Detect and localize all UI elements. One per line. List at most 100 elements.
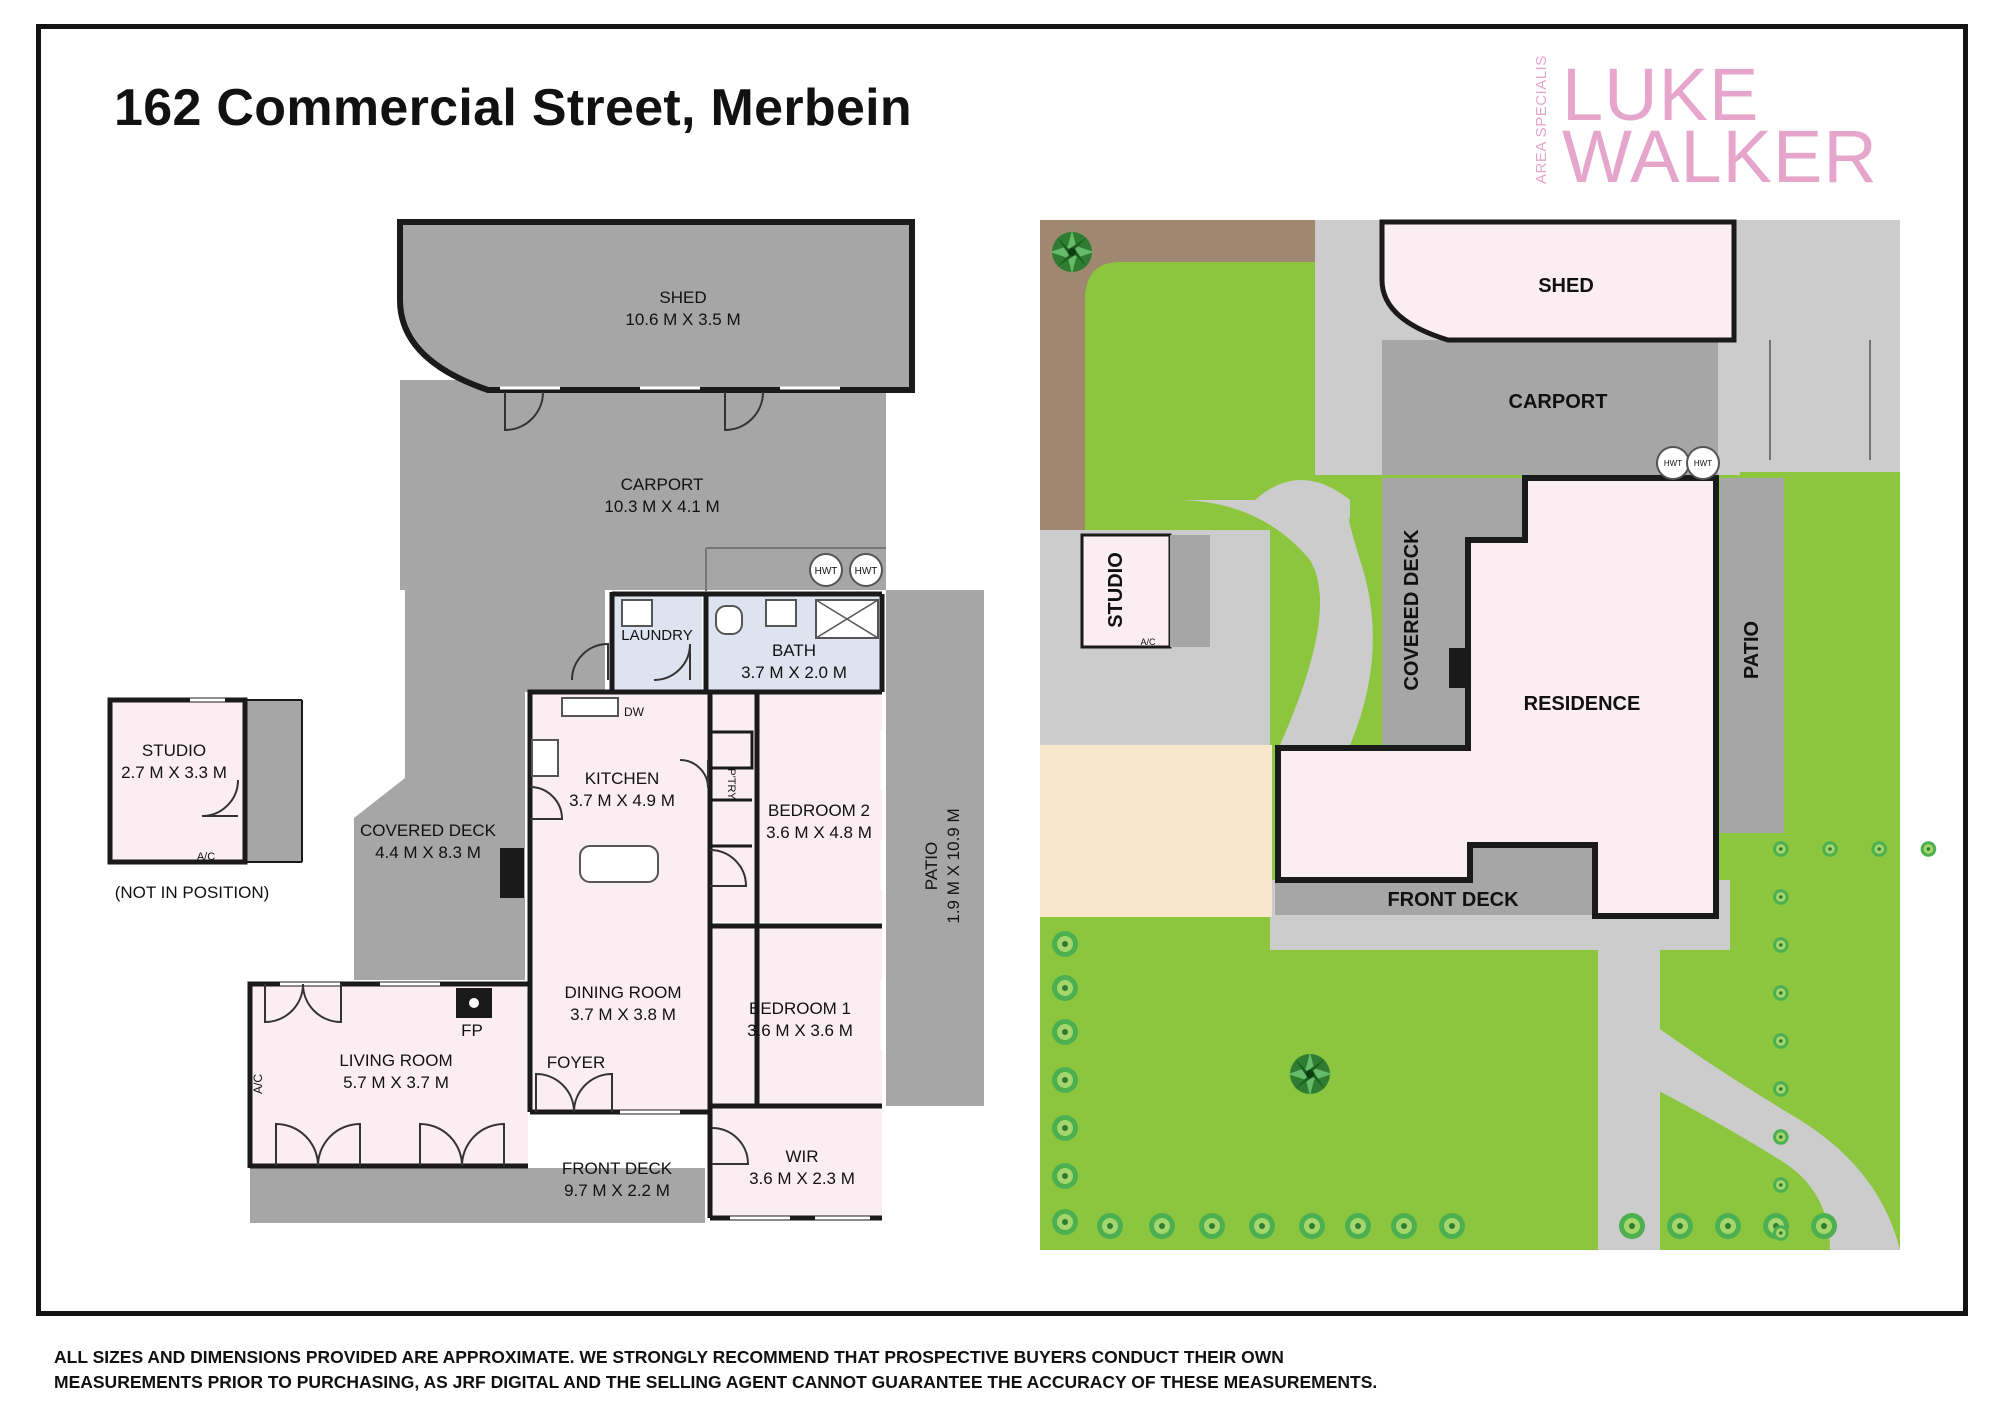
toilet — [715, 605, 743, 635]
carport-name: CARPORT — [621, 475, 704, 494]
shed-name: SHED — [659, 288, 706, 307]
dining-name: DINING ROOM — [564, 983, 681, 1002]
bush-icon — [1052, 1209, 1078, 1235]
bush-icon — [1667, 1213, 1693, 1239]
floor-plan-labels: SHED 10.6 M X 3.5 M CARPORT 10.3 M X 4.1… — [115, 288, 963, 1200]
bush-icon — [1052, 975, 1078, 1001]
fp-label: FP — [461, 1021, 483, 1040]
site-studio-label: STUDIO — [1105, 552, 1127, 628]
site-plan: SHED CARPORT RESIDENCE FRONT DECK STUDIO… — [1040, 219, 1937, 1250]
logo-name-line2: WALKER — [1562, 115, 1878, 198]
bush-icon — [1199, 1213, 1225, 1239]
carport-area — [400, 380, 886, 590]
site-residence — [1275, 475, 1719, 919]
laundry-tub — [621, 599, 653, 627]
shed-building — [397, 219, 915, 393]
bedroom2-dims: 3.6 M X 4.8 M — [766, 823, 872, 842]
carport-dims: 10.3 M X 4.1 M — [604, 497, 719, 516]
site-fireplace — [1449, 648, 1465, 688]
dining-room — [530, 924, 710, 1112]
studio-side-area — [245, 700, 303, 862]
bush-icon — [1149, 1213, 1175, 1239]
floor-plan-fixtures — [456, 547, 886, 1018]
site-studio-side — [1170, 535, 1210, 647]
site-front-deck-label: FRONT DECK — [1387, 889, 1519, 911]
bush-icon — [1439, 1213, 1465, 1239]
bedroom1-room — [710, 928, 882, 1104]
covered-deck-dims: 4.4 M X 8.3 M — [375, 843, 481, 862]
bush-icon — [1052, 1163, 1078, 1189]
covered-deck-name: COVERED DECK — [360, 821, 497, 840]
site-shed-label: SHED — [1538, 275, 1594, 297]
bedroom1-name: BEDROOM 1 — [749, 999, 851, 1018]
site-patio-label: PATIO — [1741, 621, 1763, 679]
laundry-name: LAUNDRY — [621, 627, 692, 644]
site-hwt-label-1: HWT — [1664, 459, 1682, 468]
floor-plan: SHED 10.6 M X 3.5 M CARPORT 10.3 M X 4.1… — [107, 219, 984, 1223]
site-residence-label: RESIDENCE — [1524, 693, 1641, 715]
pantry-label: P'TRY — [725, 768, 737, 800]
shed-dims: 10.6 M X 3.5 M — [625, 310, 740, 329]
bush-icon — [1052, 1067, 1078, 1093]
logo-tagline-text: AREA SPECIALIST — [1533, 56, 1550, 184]
bath-dims: 3.7 M X 2.0 M — [741, 663, 847, 682]
bush-icon — [1619, 1213, 1645, 1239]
site-labels: SHED CARPORT RESIDENCE FRONT DECK STUDIO… — [1105, 275, 1763, 911]
bush-icon — [1052, 931, 1078, 957]
logo-name-line1: LUKE — [1562, 53, 1760, 136]
agent-logo: AREA SPECIALIST LUKE WALKER — [1530, 52, 1890, 198]
kitchen-island — [579, 845, 659, 883]
studio-name: STUDIO — [142, 741, 206, 760]
front-deck-name: FRONT DECK — [562, 1159, 673, 1178]
floor-plan-rooms — [110, 692, 882, 1218]
studio-room — [110, 700, 245, 862]
foyer-name: FOYER — [547, 1053, 606, 1072]
wir-room — [710, 1106, 882, 1218]
logo-tagline: AREA SPECIALIST — [1533, 56, 1550, 184]
site-ac-label: A/C — [1140, 637, 1156, 647]
site-carport-label: CARPORT — [1509, 391, 1608, 413]
studio-ac-label: A/C — [197, 851, 215, 863]
wir-dims: 3.6 M X 2.3 M — [749, 1169, 855, 1188]
dining-dims: 3.7 M X 3.8 M — [570, 1005, 676, 1024]
site-sand — [1040, 745, 1272, 917]
living-dims: 5.7 M X 3.7 M — [343, 1073, 449, 1092]
bath-name: BATH — [772, 641, 816, 660]
bush-icon — [1249, 1213, 1275, 1239]
studio-dims: 2.7 M X 3.3 M — [121, 763, 227, 782]
patio-name: PATIO — [922, 842, 941, 891]
covered-deck-area — [354, 590, 605, 980]
bush-icon — [1052, 1019, 1078, 1045]
site-shed — [1379, 219, 1737, 343]
kitchen-name: KITCHEN — [585, 769, 660, 788]
studio-note: (NOT IN POSITION) — [115, 883, 270, 902]
fireplace-marker-left — [500, 848, 524, 898]
bedroom2-room — [710, 692, 882, 922]
bush-icon — [1345, 1213, 1371, 1239]
page-frame — [36, 24, 1968, 1316]
kitchen-sink — [561, 697, 619, 717]
wir-name: WIR — [785, 1147, 818, 1166]
bush-icon — [1299, 1213, 1325, 1239]
kitchen-dims: 3.7 M X 4.9 M — [569, 791, 675, 810]
floor-plan-windows — [190, 386, 884, 1220]
hwt-label-2: HWT — [855, 566, 878, 577]
bedroom1-dims: 3.6 M X 3.6 M — [747, 1021, 853, 1040]
floor-plan-outdoor-areas — [245, 380, 984, 1223]
bush-icon — [1811, 1213, 1837, 1239]
floor-plan-doors — [201, 391, 764, 1167]
front-deck-dims: 9.7 M X 2.2 M — [564, 1181, 670, 1200]
bush-icon — [1391, 1213, 1417, 1239]
bush-icon — [1715, 1213, 1741, 1239]
hwt-label-1: HWT — [815, 566, 838, 577]
bath-basin — [765, 599, 797, 627]
living-ac-label: A/C — [251, 1074, 265, 1094]
site-hwt-label-2: HWT — [1694, 459, 1712, 468]
bedroom2-name: BEDROOM 2 — [768, 801, 870, 820]
page-title: 162 Commercial Street, Merbein — [114, 79, 912, 137]
disclaimer-line1: ALL SIZES AND DIMENSIONS PROVIDED ARE AP… — [54, 1347, 1284, 1367]
disclaimer: ALL SIZES AND DIMENSIONS PROVIDED ARE AP… — [54, 1345, 1454, 1395]
site-covered-deck-label: COVERED DECK — [1401, 529, 1423, 691]
site-studio — [1080, 533, 1172, 649]
